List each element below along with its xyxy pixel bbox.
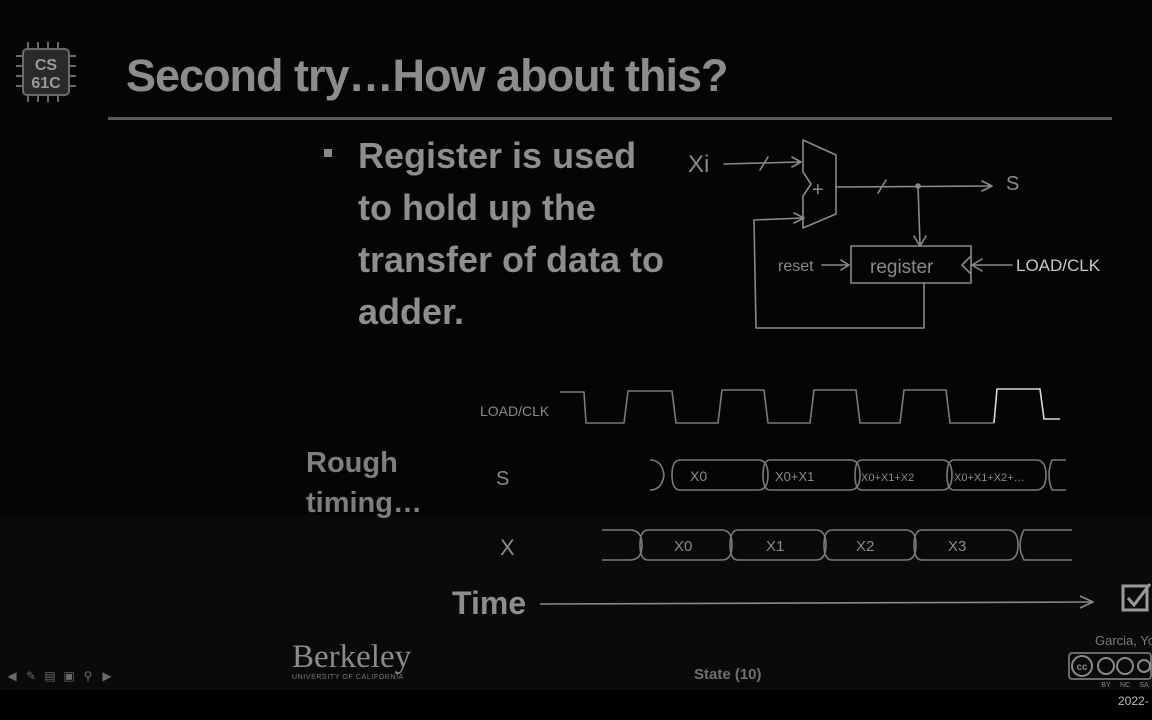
- time-arrow: [539, 601, 1093, 605]
- input-bus-slash: [759, 156, 769, 171]
- time-label: Time: [452, 585, 527, 621]
- slide-footer: State (10): [694, 666, 762, 683]
- adder-label: +: [812, 179, 824, 201]
- s-label: S: [496, 468, 509, 490]
- cs61c-logo: CS 61C: [16, 42, 76, 102]
- title-divider: [108, 117, 1112, 120]
- search-icon[interactable]: ⚲: [83, 669, 93, 683]
- input-label: Xi: [688, 151, 709, 178]
- input-wire: [723, 161, 801, 165]
- prev-icon[interactable]: ◀: [7, 669, 17, 683]
- clk-waveform: [560, 389, 994, 424]
- screen-icon[interactable]: ▣: [63, 669, 75, 683]
- s-value: X0: [690, 468, 707, 484]
- slides-icon[interactable]: ▤: [44, 669, 56, 683]
- berkeley-logo: Berkeley UNIVERSITY OF CALIFORNIA: [292, 640, 411, 681]
- s-bus-start: [649, 459, 665, 491]
- rough-timing-label: Rough timing…: [306, 447, 422, 519]
- s-cell: [671, 459, 769, 491]
- x-bus-end: [1019, 529, 1072, 561]
- x-value: X3: [948, 538, 966, 555]
- logo-line1: CS: [35, 57, 58, 74]
- pen-icon[interactable]: ✎: [25, 669, 37, 683]
- bullet-marker: [324, 149, 332, 157]
- cc-license-icon: cc BY NC SA: [1068, 652, 1152, 688]
- s-cell: [854, 459, 953, 491]
- output-label: S: [1006, 173, 1019, 195]
- output-bus-slash: [877, 179, 887, 194]
- x-bus-start: [602, 529, 643, 561]
- output-wire: [835, 185, 991, 188]
- x-label: X: [500, 535, 515, 560]
- feedback-wire: [917, 185, 921, 245]
- s-value: X0+X1+X2: [861, 472, 914, 484]
- adder-symbol: [802, 139, 837, 229]
- s-cell: [762, 459, 861, 491]
- x-value: X0: [674, 538, 692, 555]
- handwritten-diagram: Xi + S reset register LOAD/CLK: [480, 139, 1101, 609]
- cc-sa: SA: [1139, 682, 1149, 688]
- year-label: 2022-: [1118, 694, 1149, 708]
- clk-waveform-highlight: [993, 388, 1060, 424]
- slide-title: Second try…How about this?: [126, 50, 729, 101]
- cc-by: BY: [1101, 682, 1111, 688]
- register-label: register: [870, 257, 934, 278]
- register-box: [850, 245, 972, 284]
- slide-nav-toolbar: ◀ ✎ ▤ ▣ ⚲ ▶: [4, 668, 115, 684]
- berkeley-subtitle: UNIVERSITY OF CALIFORNIA: [292, 674, 404, 681]
- x-value: X2: [856, 538, 874, 555]
- feedback-loop: [753, 217, 925, 329]
- next-icon[interactable]: ▶: [102, 669, 112, 683]
- clk-label: LOAD/CLK: [480, 403, 550, 419]
- svg-text:cc: cc: [1076, 662, 1088, 673]
- x-cell: [913, 529, 1019, 561]
- slide-canvas: CS 61C Second try…How about this? Regist…: [4, 42, 1152, 688]
- reset-label: reset: [778, 258, 814, 275]
- s-bus-end: [1048, 459, 1066, 491]
- s-value: X0+X1+X2+…: [954, 472, 1025, 484]
- cc-nc: NC: [1120, 682, 1130, 688]
- checkbox-icon[interactable]: [1120, 580, 1152, 612]
- bullet-text: Register is used to hold up the transfer…: [358, 135, 665, 332]
- author-credit: Garcia, Yo: [1095, 633, 1152, 648]
- berkeley-wordmark: Berkeley: [292, 639, 412, 675]
- logo-line2: 61C: [31, 75, 61, 92]
- s-cell: [946, 459, 1047, 491]
- x-value: X1: [766, 538, 784, 555]
- load-label: LOAD/CLK: [1016, 256, 1101, 275]
- s-value: X0+X1: [775, 469, 814, 484]
